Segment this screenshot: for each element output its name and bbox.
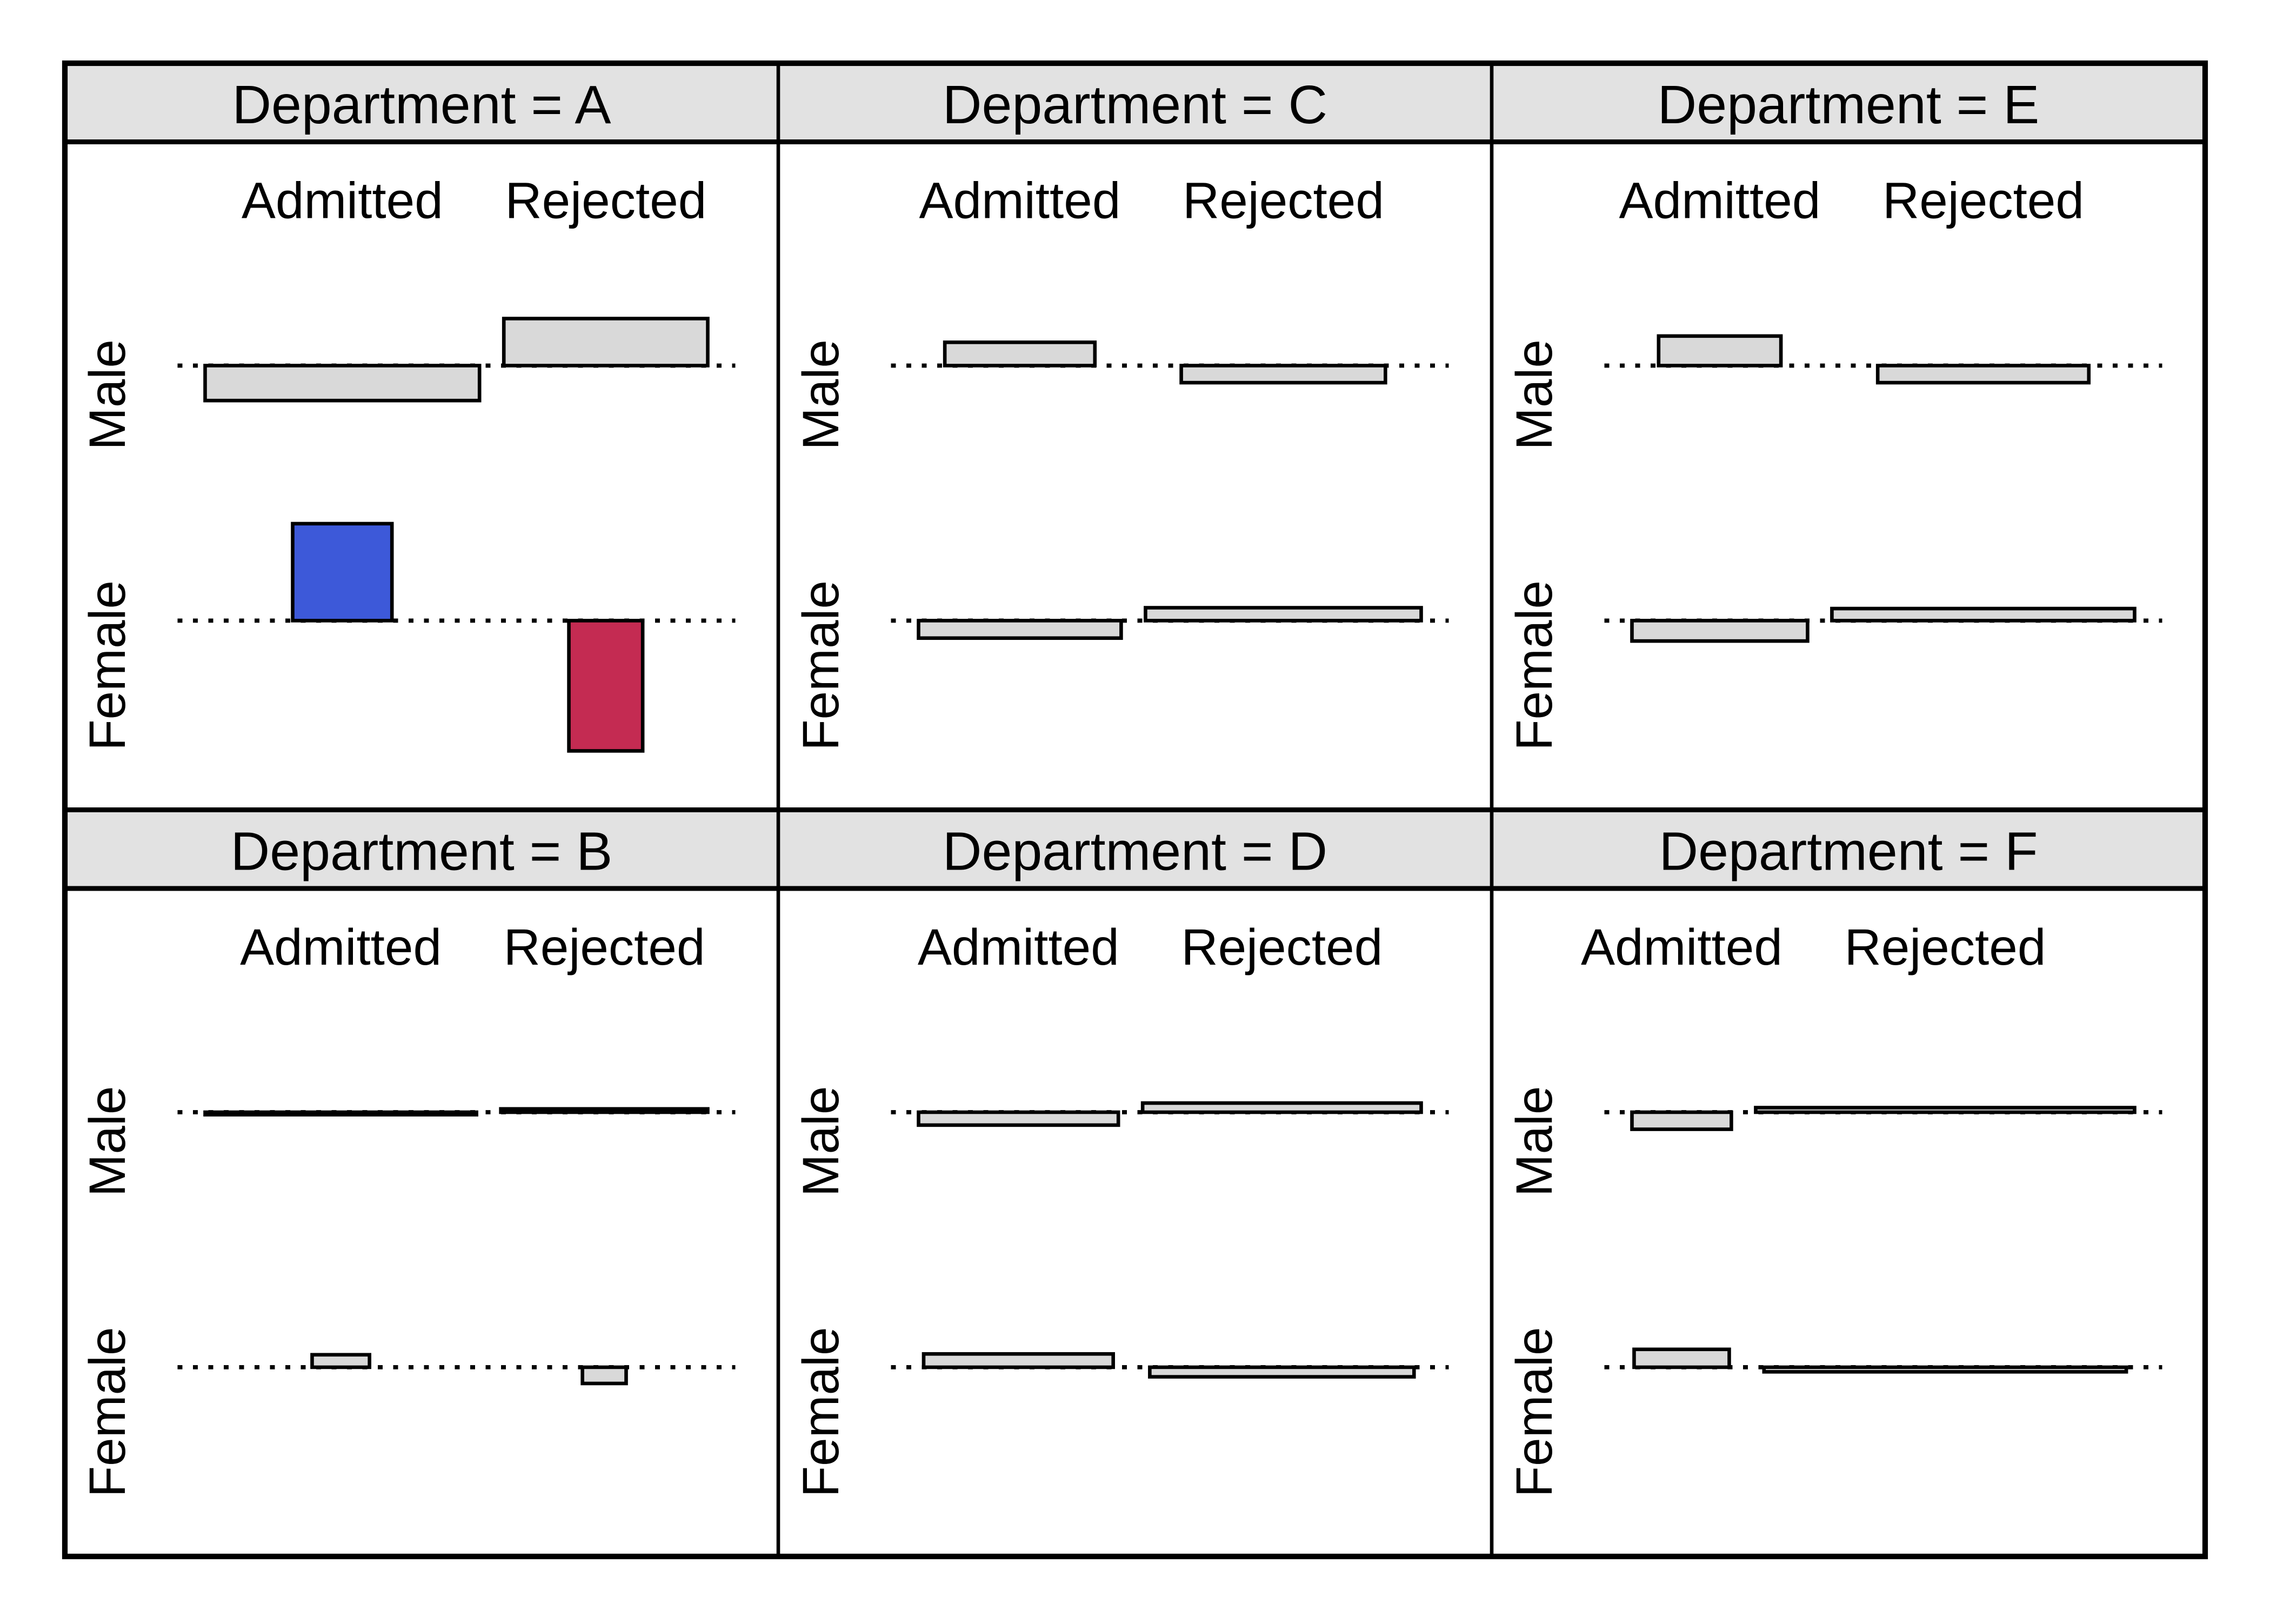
row-label-female: Female [792,580,850,751]
residual-bar-male-rejected [1140,1101,1423,1114]
residual-bar-male-rejected [1875,364,2091,385]
col-label-rejected: Rejected [505,172,706,230]
residual-bar-male-admitted [917,1110,1120,1127]
panel-department-C [891,340,1449,640]
row-label-male: Male [792,1086,850,1197]
residual-bar-male-rejected [502,317,710,367]
facet-strip-label: Department = C [943,75,1327,135]
col-label-admitted: Admitted [918,919,1119,976]
facet-strip-label: Department = B [231,821,613,881]
col-label-rejected: Rejected [1882,172,2084,230]
facet-strip-label: Department = F [1659,821,2038,881]
row-label-female: Female [792,1327,850,1497]
residual-bar-female-admitted [1630,619,1810,643]
row-label-male: Male [1506,339,1563,450]
col-label-admitted: Admitted [1581,919,1782,976]
facet-strip-row-2 [62,807,2208,891]
residual-bar-female-rejected [1762,1365,2128,1374]
residual-bar-male-admitted [203,364,482,403]
residual-bar-male-admitted [943,340,1097,367]
residual-bar-male-rejected [1179,364,1387,385]
residual-bar-male-admitted [1657,334,1783,367]
facet-strip-label: Department = D [943,821,1327,881]
residual-bar-female-admitted [922,1352,1115,1369]
row-label-male: Male [79,1086,136,1197]
col-label-admitted: Admitted [1619,172,1820,230]
col-label-rejected: Rejected [504,919,705,976]
residual-bar-male-admitted [1630,1110,1733,1131]
figure-outer-border [62,60,2208,1560]
row-label-female: Female [79,1327,136,1497]
facet-strip-label: Department = A [232,75,611,135]
residual-bar-male-admitted [203,1110,478,1117]
col-label-rejected: Rejected [1181,919,1383,976]
residual-bar-female-rejected [567,619,645,753]
residual-bar-male-rejected [1754,1106,2137,1114]
residual-bar-female-admitted [291,522,394,623]
panel-department-B [177,1107,736,1386]
panel-department-F [1604,1106,2162,1374]
residual-bar-female-admitted [917,619,1123,640]
panel-department-A [177,317,736,753]
col-label-admitted: Admitted [919,172,1120,230]
row-label-female: Female [79,580,136,751]
residual-bar-male-rejected [499,1107,710,1114]
panel-department-D [891,1101,1449,1379]
residual-bar-female-rejected [580,1365,628,1386]
row-label-male: Male [792,339,850,450]
residual-bar-female-admitted [1632,1347,1731,1369]
residual-bar-female-admitted [310,1353,371,1369]
col-label-rejected: Rejected [1844,919,2046,976]
row-label-male: Male [79,339,136,450]
row-label-female: Female [1506,580,1563,751]
col-label-admitted: Admitted [240,919,442,976]
col-label-admitted: Admitted [242,172,443,230]
residual-bar-female-rejected [1144,606,1423,623]
panel-department-E [1604,334,2162,643]
facet-strip-label: Department = E [1658,75,2040,135]
row-label-male: Male [1506,1086,1563,1197]
col-label-rejected: Rejected [1183,172,1384,230]
residual-bar-female-rejected [1830,606,2137,623]
residual-bar-female-rejected [1148,1365,1416,1379]
row-label-female: Female [1506,1327,1563,1497]
